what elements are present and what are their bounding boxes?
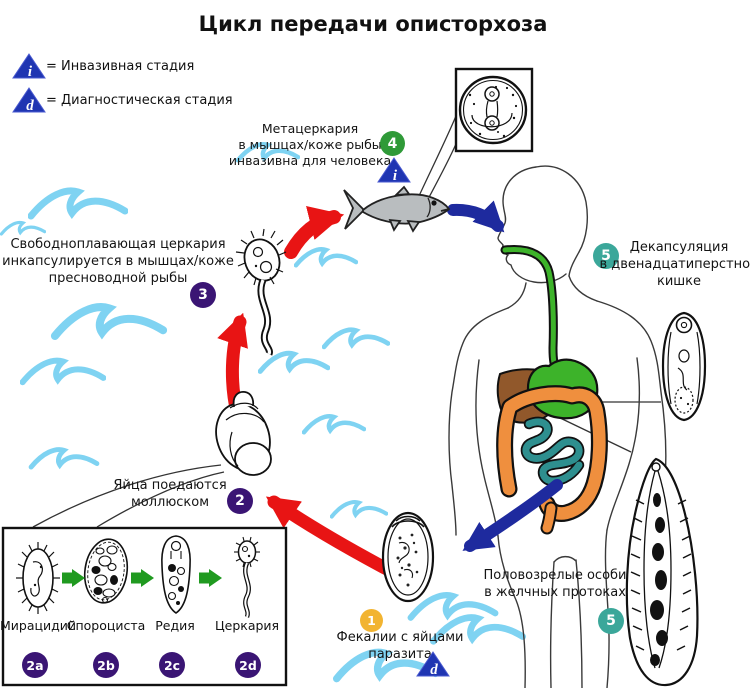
arrow-cercaria-to-fish bbox=[284, 205, 345, 259]
cyst-callout-line bbox=[418, 115, 457, 197]
digestive-organs-illustration bbox=[496, 244, 608, 535]
stage-2d-badge: 2d bbox=[235, 652, 261, 678]
stage-adults-label: Половозрелые особи в желчных протоках bbox=[484, 567, 627, 601]
stage-2c-badge: 2c bbox=[159, 652, 185, 678]
miracidium-illustration bbox=[16, 542, 60, 614]
sporocyst-illustration bbox=[83, 538, 129, 604]
small-intestine bbox=[522, 418, 583, 485]
snail-callout-line bbox=[32, 464, 222, 528]
cyst-callout-line bbox=[426, 143, 457, 202]
metacercaria-cyst-illustration bbox=[454, 67, 534, 153]
sporocyst-label: Спороциста bbox=[66, 618, 146, 633]
diagnostic-stage-icon: d bbox=[12, 87, 46, 114]
label-line: кишке bbox=[656, 274, 702, 289]
page-title: Цикл передачи описторхоза bbox=[198, 12, 548, 36]
label-line: пресноводной рыбы bbox=[48, 271, 188, 286]
label-line: Свободноплавающая церкария bbox=[10, 237, 226, 252]
egg-illustration bbox=[381, 511, 435, 603]
legend-diagnostic-label: = Диагностическая стадия bbox=[46, 93, 233, 108]
green-arrow-icon bbox=[141, 569, 154, 587]
label-line: в мышцах/коже рыбы bbox=[238, 137, 382, 152]
label-line: Половозрелые особи bbox=[483, 568, 627, 583]
label-line: инкапсулируется в мышцах/коже bbox=[2, 254, 234, 269]
arrow-fish-to-mouth bbox=[447, 200, 505, 233]
stage-2a-badge: 2a bbox=[22, 652, 48, 678]
stage-4-badge: 4 bbox=[380, 131, 405, 156]
redia-label: Редия bbox=[155, 618, 195, 633]
label-line: Метацеркария bbox=[261, 121, 359, 136]
rectum bbox=[542, 503, 556, 533]
label-line: Яйца поедаются bbox=[113, 478, 227, 493]
stage-5-badge: 5 bbox=[593, 243, 619, 269]
stage-2-label: Яйца поедаются моллюском bbox=[113, 477, 226, 511]
label-line: моллюском bbox=[130, 495, 210, 510]
stage-1-badge: 1 bbox=[360, 609, 383, 632]
stage-adults-badge: 5 bbox=[598, 608, 624, 634]
green-arrow-icon bbox=[72, 569, 85, 587]
diagnostic-stage-icon: d bbox=[416, 651, 450, 678]
stage-1-label: Фекалии с яйцами паразита bbox=[337, 629, 464, 663]
label-line: паразита bbox=[368, 647, 432, 662]
stage-4-label: Метацеркария в мышцах/коже рыбы инвазивн… bbox=[229, 121, 391, 169]
fish-illustration bbox=[343, 185, 451, 233]
invasive-stage-icon: i bbox=[12, 53, 46, 80]
miracidium-label: Мирацидий bbox=[0, 618, 77, 633]
juvenile-fluke-illustration bbox=[661, 311, 707, 422]
snail-callout-line bbox=[96, 471, 225, 528]
cercaria-illustration bbox=[235, 228, 287, 356]
cercaria-label: Церкария bbox=[214, 618, 280, 633]
arrow-human-to-egg bbox=[462, 479, 563, 552]
legend-invasive-label: = Инвазивная стадия bbox=[46, 59, 195, 74]
redia-illustration bbox=[161, 535, 191, 614]
invasive-stage-letter: i bbox=[28, 64, 33, 80]
label-line: инвазивна для человека bbox=[228, 153, 392, 168]
development-arrows bbox=[62, 569, 222, 587]
diagnostic-stage-letter: d bbox=[430, 662, 438, 678]
stage-2-badge: 2 bbox=[227, 488, 253, 514]
snail-illustration bbox=[215, 391, 272, 476]
label-line: Декапсуляция bbox=[629, 240, 729, 255]
adult-fluke-illustration bbox=[625, 457, 699, 687]
invasive-stage-icon: i bbox=[377, 157, 411, 184]
label-line: Фекалии с яйцами bbox=[336, 630, 464, 645]
label-line: в двенадцатиперстной bbox=[599, 257, 750, 272]
colon bbox=[498, 387, 606, 520]
diagnostic-stage-letter: d bbox=[26, 98, 34, 114]
stage-3-label: Свободноплавающая церкария инкапсулирует… bbox=[2, 236, 234, 287]
stage-2b-badge: 2b bbox=[93, 652, 119, 678]
cercaria-small-illustration bbox=[234, 536, 260, 618]
label-line: в желчных протоках bbox=[484, 585, 626, 600]
green-arrow-icon bbox=[209, 569, 222, 587]
stage-5-label: Декапсуляция в двенадцатиперстной кишке bbox=[599, 239, 750, 290]
invasive-stage-letter: i bbox=[393, 168, 398, 184]
stage-3-badge: 3 bbox=[190, 282, 216, 308]
